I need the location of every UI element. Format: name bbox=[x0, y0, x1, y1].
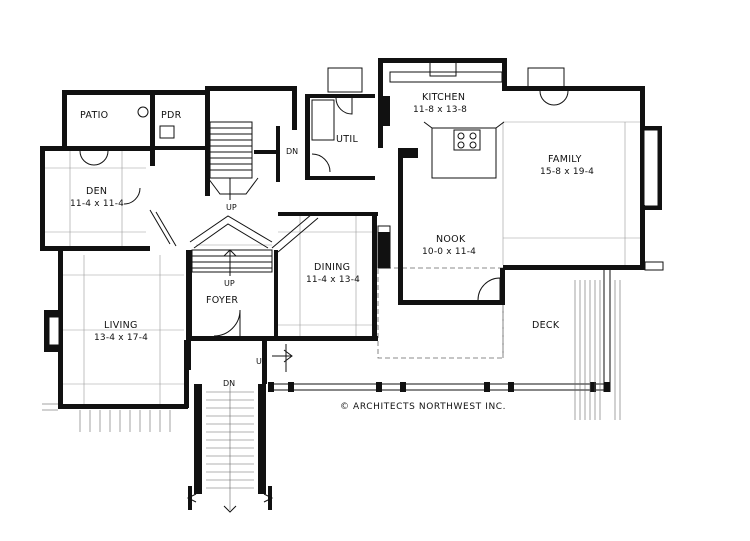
den-label: DEN bbox=[86, 186, 107, 197]
side-hatching bbox=[42, 403, 171, 432]
foyer-label: FOYER bbox=[206, 295, 238, 306]
family-dims: 15-8 x 19-4 bbox=[540, 167, 594, 177]
interior-walls bbox=[79, 59, 569, 372]
patio-label: PATIO bbox=[80, 110, 108, 121]
ceiling-grid-lines bbox=[44, 121, 640, 404]
entry-stair bbox=[186, 384, 274, 513]
nook-dims: 10-0 x 11-4 bbox=[422, 247, 476, 257]
exterior-walls bbox=[40, 58, 662, 409]
living-label: LIVING bbox=[104, 320, 138, 331]
main-stair-up-label: UP bbox=[226, 203, 237, 212]
copyright-text: © ARCHITECTS NORTHWEST INC. bbox=[340, 402, 506, 412]
foyer-stair-up-label: UP bbox=[224, 279, 235, 288]
family-label: FAMILY bbox=[548, 154, 582, 165]
porch-up-label: UP bbox=[256, 357, 267, 366]
util-label: UTIL bbox=[336, 134, 358, 145]
living-dims: 13-4 x 17-4 bbox=[94, 333, 148, 343]
den-dims: 11-4 x 11-4 bbox=[70, 199, 124, 209]
pdr-label: PDR bbox=[161, 110, 182, 121]
dining-label: DINING bbox=[314, 262, 350, 273]
kitchen-label: KITCHEN bbox=[422, 92, 465, 103]
kitchen-dims: 11-8 x 13-8 bbox=[413, 105, 467, 115]
entry-stair-dn-label: DN bbox=[223, 379, 235, 388]
main-stair-dn-label: DN bbox=[286, 147, 298, 156]
dining-dims: 11-4 x 13-4 bbox=[306, 275, 360, 285]
nook-label: NOOK bbox=[436, 234, 466, 245]
deck-area bbox=[268, 261, 664, 420]
deck-label: DECK bbox=[532, 320, 560, 331]
